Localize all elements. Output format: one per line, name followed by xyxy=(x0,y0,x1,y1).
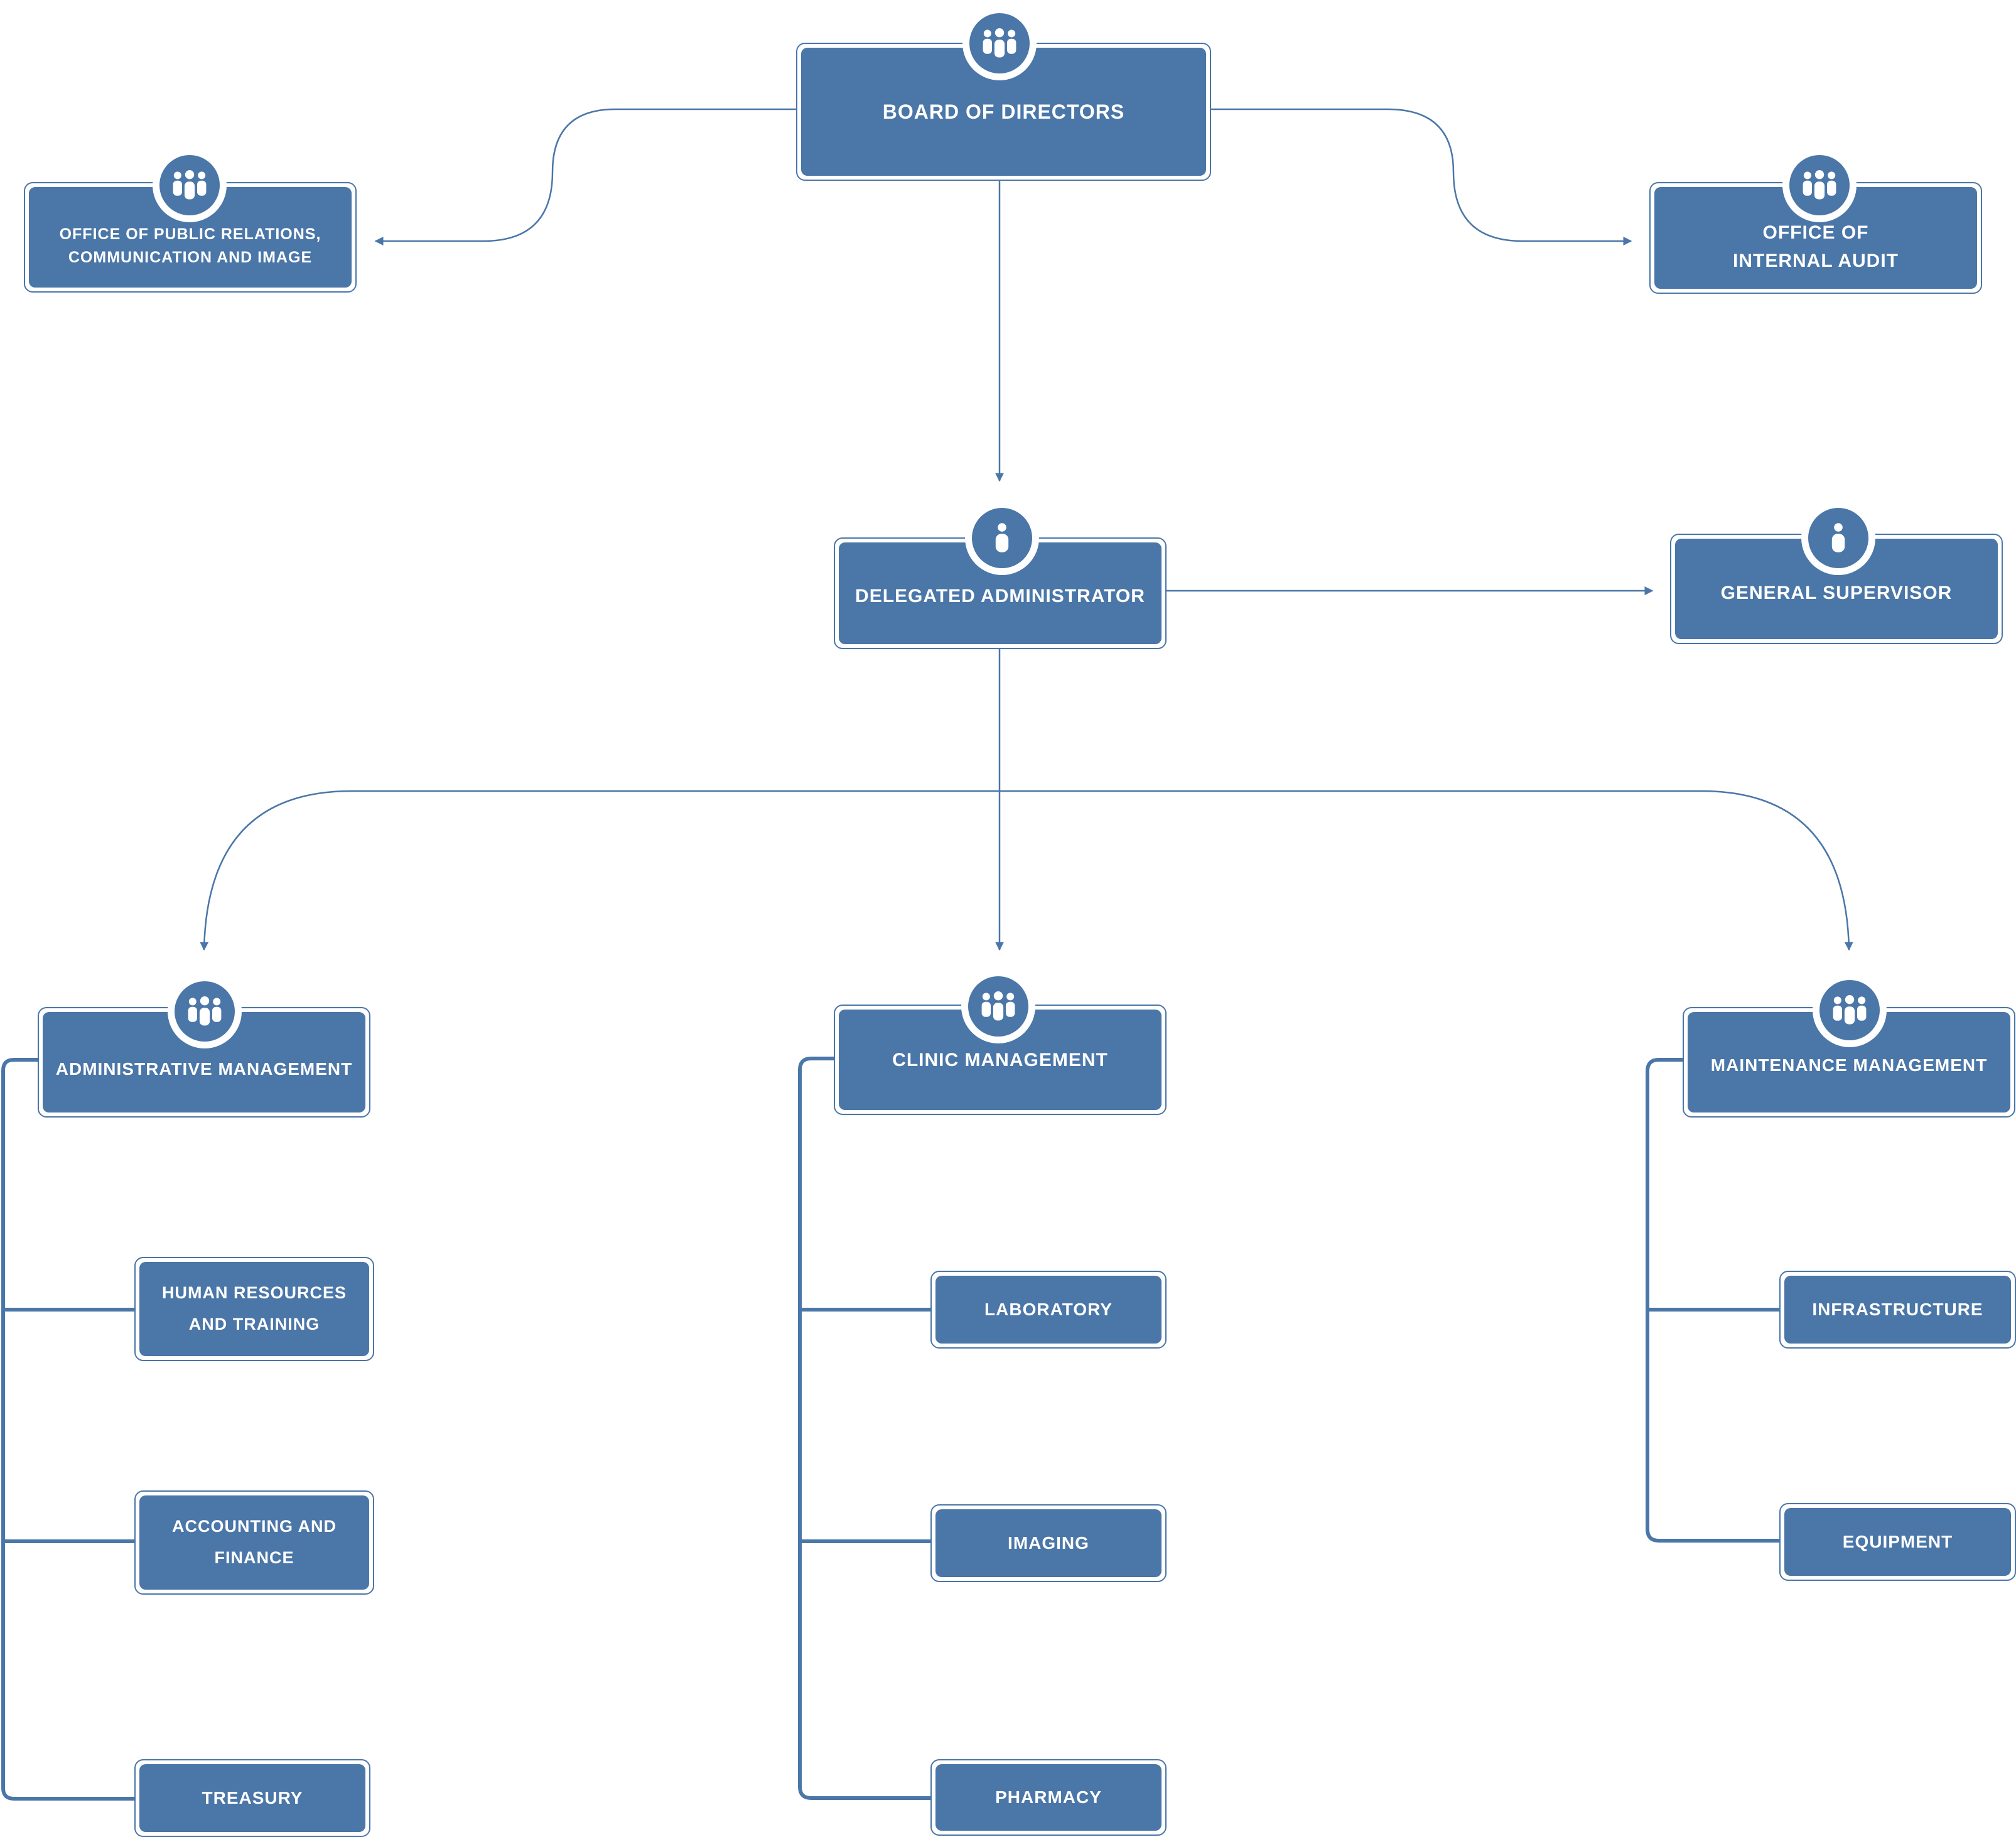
bracket-maintenance xyxy=(1646,1058,1781,1543)
node-label: HUMAN RESOURCES AND TRAINING xyxy=(139,1262,369,1356)
node-clinic-management[interactable]: CLINIC MANAGEMENT xyxy=(834,1005,1167,1115)
person-icon xyxy=(1801,501,1875,575)
node-internal-audit[interactable]: OFFICE OF INTERNAL AUDIT xyxy=(1649,182,1982,294)
node-administrative-management[interactable]: ADMINISTRATIVE MANAGEMENT xyxy=(38,1007,370,1118)
group-icon xyxy=(1813,973,1887,1047)
node-accounting-finance[interactable]: ACCOUNTING AND FINANCE xyxy=(134,1490,374,1595)
group-icon xyxy=(153,148,227,222)
group-icon xyxy=(1782,148,1857,222)
node-equipment[interactable]: EQUIPMENT xyxy=(1779,1503,2016,1581)
node-label: ADMINISTRATIVE MANAGEMENT xyxy=(43,1012,365,1112)
connector-delegated-to-administrative xyxy=(200,790,1000,951)
connector-delegated-to-maintenance xyxy=(1000,790,1853,951)
node-label: TREASURY xyxy=(139,1764,365,1832)
connector-board-to-public-relations xyxy=(374,108,797,245)
node-label: IMAGING xyxy=(935,1509,1162,1577)
node-label: ACCOUNTING AND FINANCE xyxy=(139,1495,369,1590)
node-treasury[interactable]: TREASURY xyxy=(134,1759,370,1837)
node-label: PHARMACY xyxy=(935,1764,1162,1831)
group-icon xyxy=(962,6,1037,80)
bracket-clinic xyxy=(798,1057,932,1800)
bracket-administrative xyxy=(1,1058,136,1801)
person-icon xyxy=(965,501,1039,575)
group-icon xyxy=(961,969,1035,1043)
node-label: LABORATORY xyxy=(935,1276,1162,1344)
node-label: EQUIPMENT xyxy=(1784,1508,2011,1576)
node-label: INFRASTRUCTURE xyxy=(1784,1276,2011,1344)
node-laboratory[interactable]: LABORATORY xyxy=(930,1271,1167,1349)
connector-board-to-internal-audit xyxy=(1210,108,1632,245)
node-imaging[interactable]: IMAGING xyxy=(930,1504,1167,1582)
node-infrastructure[interactable]: INFRASTRUCTURE xyxy=(1779,1271,2016,1349)
node-human-resources[interactable]: HUMAN RESOURCES AND TRAINING xyxy=(134,1257,374,1361)
node-pharmacy[interactable]: PHARMACY xyxy=(930,1759,1167,1836)
node-delegated-administrator[interactable]: DELEGATED ADMINISTRATOR xyxy=(834,537,1167,649)
group-icon xyxy=(168,974,242,1048)
